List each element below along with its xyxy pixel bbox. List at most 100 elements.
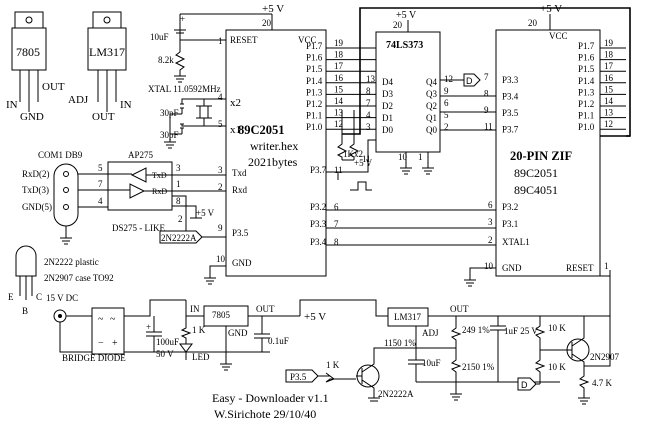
latch-q-pin: 12 xyxy=(444,74,453,84)
latch-d-label: D3 xyxy=(382,89,393,99)
svg-text:2: 2 xyxy=(218,182,223,192)
mcu-89c2051: RESET VCC 89C2051 writer.hex 2021bytes x… xyxy=(216,18,376,277)
svg-text:IN: IN xyxy=(120,99,132,111)
mcu-port-label: P1.0 xyxy=(306,122,323,132)
svg-text:+: + xyxy=(146,322,151,332)
svg-text:P3.4: P3.4 xyxy=(310,237,327,247)
svg-text:2: 2 xyxy=(178,214,183,224)
zif-left-label: P3.4 xyxy=(502,92,519,102)
svg-text:B: B xyxy=(22,306,28,316)
svg-text:OUT: OUT xyxy=(256,304,275,314)
svg-text:BRIDGE DIODE: BRIDGE DIODE xyxy=(62,353,126,363)
svg-text:ADJ: ADJ xyxy=(422,328,439,338)
svg-text:1150 1%: 1150 1% xyxy=(384,338,416,348)
latch-d-label: D2 xyxy=(382,101,393,111)
zif-port-pin: 18 xyxy=(604,50,614,60)
svg-text:−: − xyxy=(98,338,104,349)
svg-text:VCC: VCC xyxy=(298,35,317,45)
svg-text:GND: GND xyxy=(20,111,44,123)
zif-port-pin: 17 xyxy=(604,61,614,71)
zif-left-label: P3.5 xyxy=(502,108,519,118)
mcu-port-pin: 13 xyxy=(334,108,344,118)
svg-text:Rxd: Rxd xyxy=(232,185,248,195)
svg-text:20: 20 xyxy=(393,20,403,30)
zif-port-pin: 16 xyxy=(604,73,614,83)
svg-text:OUT: OUT xyxy=(42,81,65,93)
svg-text:7805: 7805 xyxy=(212,310,231,320)
latch-q-label: Q2 xyxy=(426,101,437,111)
svg-text:10uF: 10uF xyxy=(150,32,169,42)
latch-d-label: D0 xyxy=(382,125,393,135)
svg-text:100uF: 100uF xyxy=(156,337,179,347)
svg-text:COM1 DB9: COM1 DB9 xyxy=(38,150,83,160)
svg-text:6: 6 xyxy=(334,202,339,212)
svg-text:8: 8 xyxy=(176,196,181,206)
zif-socket: +5 V 20 VCC 20-PIN ZIF 89C2051 89C4051 P… xyxy=(464,3,626,287)
title-line1: Easy - Downloader v1.1 xyxy=(212,391,329,405)
svg-text:11: 11 xyxy=(334,165,343,175)
mcu-port-label: P1.3 xyxy=(306,87,323,97)
svg-text:E: E xyxy=(8,292,14,302)
package-lm317: LM317 ADJ IN OUT xyxy=(68,11,132,123)
svg-text:5: 5 xyxy=(218,119,223,129)
svg-text:30pF: 30pF xyxy=(160,108,179,118)
power-supply: 15 V DC ~ ~ − + BRIDGE DIODE + 100uF 50 … xyxy=(46,270,619,405)
latch-d-pin: 4 xyxy=(366,110,371,120)
mcu-port-label: P1.6 xyxy=(306,53,323,63)
package-lm317-label: LM317 xyxy=(89,45,125,59)
zif-port-label: P1.0 xyxy=(578,122,595,132)
svg-text:89C4051: 89C4051 xyxy=(514,183,558,197)
svg-text:x2: x2 xyxy=(230,97,241,109)
svg-text:P3.3: P3.3 xyxy=(310,219,327,229)
svg-text:6: 6 xyxy=(488,200,493,210)
mcu-port-pin: 14 xyxy=(334,96,344,106)
svg-text:+5 V: +5 V xyxy=(540,3,562,15)
svg-text:RxD(2): RxD(2) xyxy=(22,169,50,179)
latch-q-label: Q3 xyxy=(426,89,437,99)
zif-port-pin: 15 xyxy=(604,84,614,94)
svg-text:P3.5: P3.5 xyxy=(290,372,307,382)
svg-text:P3.2: P3.2 xyxy=(502,202,518,212)
zif-port-label: P1.4 xyxy=(578,76,595,86)
zif-left-pin: 11 xyxy=(484,122,493,132)
svg-text:1: 1 xyxy=(176,179,181,189)
svg-text:P3.1: P3.1 xyxy=(502,219,518,229)
latch-q-pin: 5 xyxy=(444,110,449,120)
svg-text:2N2907: 2N2907 xyxy=(590,352,619,362)
svg-text:+5 V: +5 V xyxy=(304,311,326,323)
zif-left-pin: 8 xyxy=(484,89,489,99)
latch-d-pin: 3 xyxy=(366,122,371,132)
svg-text:IN: IN xyxy=(6,99,18,111)
svg-text:XTAL 11.0592MHz: XTAL 11.0592MHz xyxy=(148,84,221,94)
package-7805: 7805 IN GND OUT xyxy=(6,11,65,123)
svg-text:AP275: AP275 xyxy=(128,150,154,160)
mcu-port-pin: 17 xyxy=(334,61,344,71)
svg-text:P3.7: P3.7 xyxy=(310,165,327,175)
svg-text:+5 V: +5 V xyxy=(396,10,417,21)
svg-text:DS275 - LIKE: DS275 - LIKE xyxy=(112,223,165,233)
svg-text:2N2222 plastic: 2N2222 plastic xyxy=(44,257,99,267)
svg-text:+5 V: +5 V xyxy=(262,3,284,15)
svg-text:15 V DC: 15 V DC xyxy=(46,293,78,303)
svg-text:10uF: 10uF xyxy=(422,358,441,368)
svg-text:50 V: 50 V xyxy=(156,349,174,359)
latch-q-pin: 6 xyxy=(444,98,449,108)
svg-text:P3.5: P3.5 xyxy=(232,228,249,238)
svg-text:+5 V: +5 V xyxy=(196,208,215,218)
latch-q-label: Q0 xyxy=(426,125,437,135)
mcu-port-pin: 18 xyxy=(334,50,344,60)
zif-left-label: P3.3 xyxy=(502,75,519,85)
latch-name: 74LS373 xyxy=(386,40,423,51)
transistor-package: 2N2222 plastic 2N2907 case TO92 E C B xyxy=(8,245,114,316)
svg-text:+: + xyxy=(112,338,118,349)
svg-text:VCC: VCC xyxy=(549,31,568,41)
latch-d-label: D4 xyxy=(382,77,393,87)
zif-left-pin: 9 xyxy=(484,105,489,115)
svg-text:4: 4 xyxy=(98,196,103,206)
svg-text:+5 V: +5 V xyxy=(354,158,373,168)
zif-port-label: P1.2 xyxy=(578,99,594,109)
zif-left-pin: 7 xyxy=(484,72,489,82)
zif-port-label: P1.6 xyxy=(578,53,595,63)
zif-port-pin: 12 xyxy=(604,119,613,129)
